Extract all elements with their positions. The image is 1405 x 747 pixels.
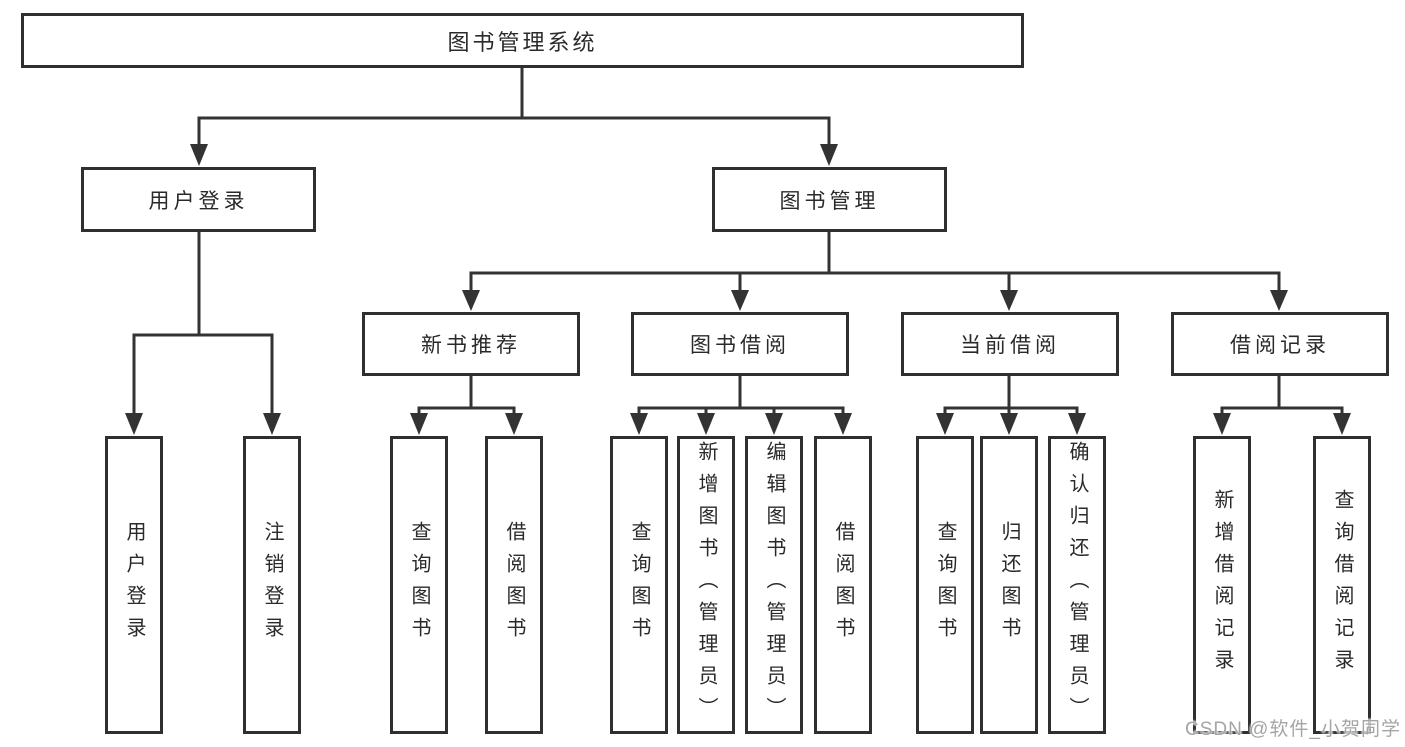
edge-book-borrow-to-leaves [630,374,852,435]
watermark: CSDN @软件_小贺同学 [1185,719,1401,740]
arrowhead-current-borrow [1000,290,1018,311]
arrowhead-borrow-records [1270,290,1288,311]
node-leaf-borrow-books-recommend: 借阅图书 [485,436,543,734]
arrowhead-logout-leaf [263,413,281,435]
edge-root-to-level2 [190,66,838,166]
node-book-borrow: 图书借阅 [631,312,849,376]
node-leaf-user-login: 用户登录 [105,436,163,734]
node-leaf-add-borrow-record: 新增借阅记录 [1193,436,1251,734]
node-leaf-borrow-books: 借阅图书 [814,436,872,734]
node-library-system: 图书管理系统 [21,13,1024,68]
node-current-borrow-label: 当前借阅 [960,334,1060,357]
node-library-system-label: 图书管理系统 [447,29,598,55]
node-book-management: 图书管理 [712,167,947,232]
arrowhead-new-book-recommend [462,290,480,311]
edge-book-management-to-level3 [462,230,1288,311]
node-leaf-confirm-return-admin: 确认归还（管理员） [1048,436,1106,734]
node-current-borrow: 当前借阅 [901,312,1119,376]
node-leaf-edit-books-admin: 编辑图书（管理员） [745,436,803,734]
node-user-login: 用户登录 [81,167,316,232]
node-leaf-query-books-current: 查询图书 [916,436,974,734]
node-leaf-logout: 注销登录 [243,436,301,734]
node-leaf-add-books-admin: 新增图书（管理员） [677,436,735,734]
node-new-book-recommend-label: 新书推荐 [421,334,521,357]
node-book-management-label: 图书管理 [779,189,880,213]
node-leaf-query-books-recommend: 查询图书 [390,436,448,734]
edge-new-book-recommend-to-leaves [410,374,523,435]
node-borrow-records: 借阅记录 [1171,312,1389,376]
arrowhead-user-login [190,144,208,166]
node-new-book-recommend: 新书推荐 [362,312,580,376]
node-leaf-query-borrow-record: 查询借阅记录 [1313,436,1371,734]
node-borrow-records-label: 借阅记录 [1230,334,1330,357]
node-leaf-return-books: 归还图书 [980,436,1038,734]
node-user-login-label: 用户登录 [148,189,249,213]
arrowhead-login-leaf [125,413,143,435]
edge-borrow-records-to-leaves [1213,374,1351,435]
arrowhead-book-management [820,144,838,166]
edge-current-borrow-to-leaves [936,374,1086,435]
node-book-borrow-label: 图书借阅 [690,334,790,357]
node-leaf-query-books-borrow: 查询图书 [610,436,668,734]
edge-user-login-to-leaves [125,230,281,435]
arrowhead-book-borrow [731,290,749,311]
